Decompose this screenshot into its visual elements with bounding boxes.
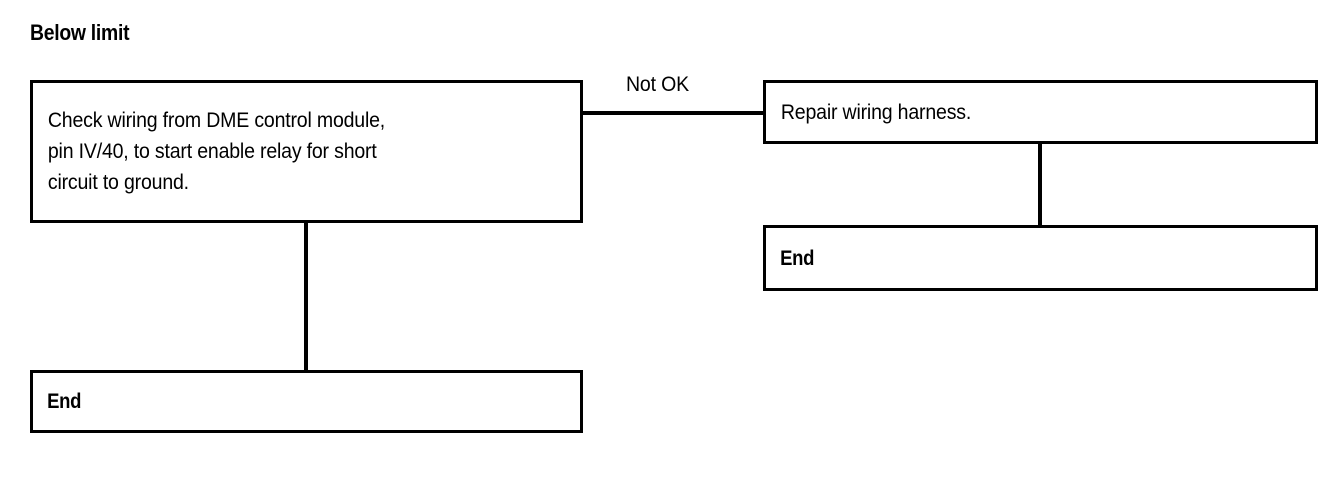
connector-repair-to-end-right: [1038, 141, 1042, 227]
flow-node-repair-harness-label: Repair wiring harness.: [780, 100, 972, 124]
page-title: Below limit: [30, 20, 130, 45]
flow-node-check-wiring-label: Check wiring from DME control module, pi…: [47, 109, 386, 194]
flow-node-end-left: End: [30, 370, 583, 433]
connector-check-to-repair: [580, 111, 765, 115]
edge-label-not-ok: Not OK: [626, 73, 689, 96]
flow-node-end-left-label: End: [47, 390, 82, 413]
flow-node-end-right-label: End: [780, 246, 815, 270]
flow-node-end-right: End: [763, 225, 1318, 291]
connector-check-to-end-left: [304, 220, 308, 372]
flow-node-repair-harness: Repair wiring harness.: [763, 80, 1318, 144]
flow-node-check-wiring: Check wiring from DME control module, pi…: [30, 80, 583, 223]
